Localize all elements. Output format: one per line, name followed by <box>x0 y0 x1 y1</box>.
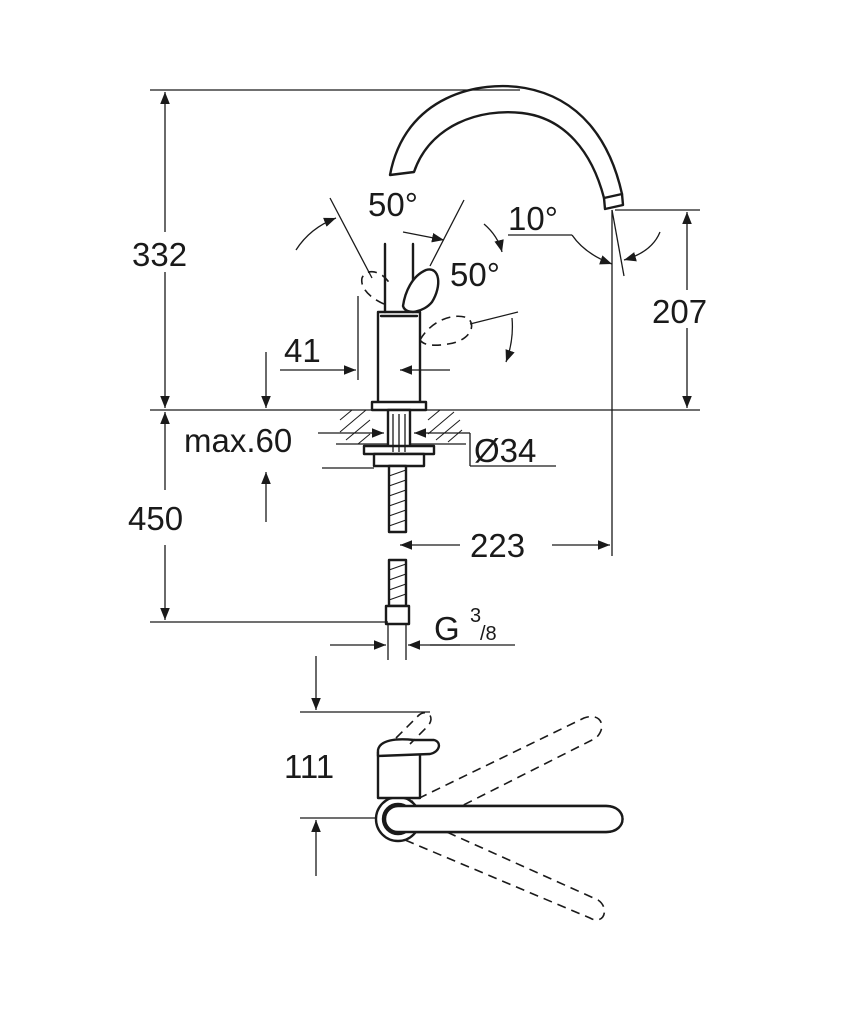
faucet-body <box>376 310 422 408</box>
top-handle <box>376 738 441 758</box>
dim-connection-sup: 3 <box>470 605 481 627</box>
handle-left-position <box>360 271 391 305</box>
handle-lower-position <box>419 315 473 346</box>
angle-handle-left: 50° <box>368 186 418 223</box>
spout-swing-up <box>404 715 603 829</box>
dim-handle-offset: 41 <box>284 332 321 369</box>
dim-max-thickness: max.60 <box>184 422 292 459</box>
spout-swing-down <box>404 819 606 921</box>
dim-spout-reach: 223 <box>470 527 525 564</box>
top-body <box>376 750 422 800</box>
dim-total-height: 332 <box>132 236 187 273</box>
supply-hose <box>384 464 411 626</box>
dim-spout-height: 207 <box>652 293 707 330</box>
angle-handle-right: 50° <box>450 256 500 293</box>
spout <box>388 84 624 200</box>
dim-top-view-depth: 111 <box>284 748 334 785</box>
angle-spout-tilt: 10° <box>508 200 558 237</box>
dim-hole-diameter: Ø34 <box>474 432 536 469</box>
top-view: 111 <box>284 656 624 921</box>
handle <box>401 268 440 313</box>
dim-connection-sub: /8 <box>480 623 497 645</box>
top-handle-swing <box>395 711 432 745</box>
dim-connection-main: G <box>434 610 460 647</box>
dim-below-counter: 450 <box>128 500 183 537</box>
side-view: 332 207 450 223 41 max.60 Ø34 <box>128 84 707 660</box>
